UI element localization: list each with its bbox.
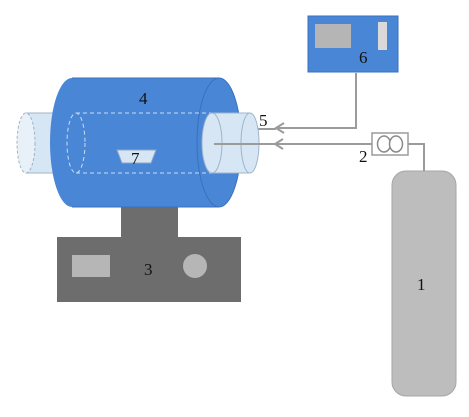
stand-knob <box>183 254 207 278</box>
sample-boat <box>116 149 157 164</box>
controller-switch <box>378 22 387 50</box>
tube-furnace <box>50 77 242 208</box>
label-sample-boat: 7 <box>131 149 140 168</box>
label-furnace: 4 <box>139 89 148 108</box>
flow-controller <box>371 132 409 156</box>
quartz-tube <box>201 112 276 174</box>
label-controller: 6 <box>359 48 368 67</box>
label-tube: 5 <box>259 111 268 130</box>
label-base-stand: 3 <box>144 260 153 279</box>
label-gas-cylinder: 1 <box>417 275 426 294</box>
base-stand <box>57 205 241 302</box>
controller-display <box>315 24 351 48</box>
stand-display-panel <box>72 255 110 277</box>
controller-unit <box>307 15 399 73</box>
label-flow-controller: 2 <box>359 147 368 166</box>
